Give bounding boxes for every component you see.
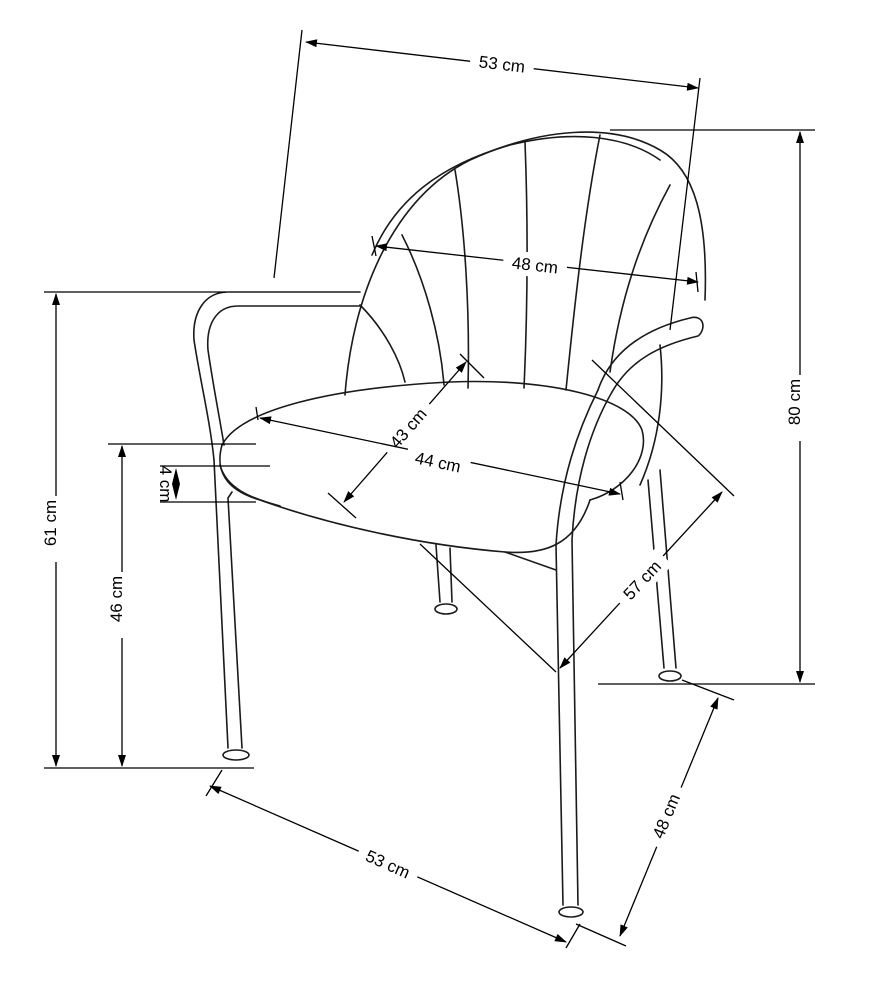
dimension-lines: 53 cm 48 cm 80 cm 61 cm 46 cm 4 cm [41,29,815,949]
seat-edge [219,464,281,507]
back-left-leg [435,544,453,603]
front-right-foot [558,906,584,918]
frame-rail [504,551,557,571]
seat-thickness-label: 4 cm [156,466,175,503]
backrest-outline [344,131,707,396]
seat-height-label: 46 cm [107,576,126,622]
backrest-channel [401,234,445,386]
right-armrest [597,316,704,393]
total-height-label: 80 cm [785,379,804,425]
seat-front [219,444,591,554]
front-left-leg [213,459,243,749]
armrest-height-label: 61 cm [41,500,60,546]
backrest-channel [565,134,601,391]
back-right-foot [658,670,682,682]
seat-thickness-arrows [172,468,180,500]
backrest-inner-edge [371,135,661,256]
backrest-side [639,344,663,486]
left-armrest [193,291,361,461]
front-left-foot [222,749,250,761]
back-left-foot [434,603,458,615]
left-armrest-inner [206,305,361,446]
chair-drawing [193,131,707,918]
seat-top [221,380,645,501]
backrest-channel [359,304,406,383]
